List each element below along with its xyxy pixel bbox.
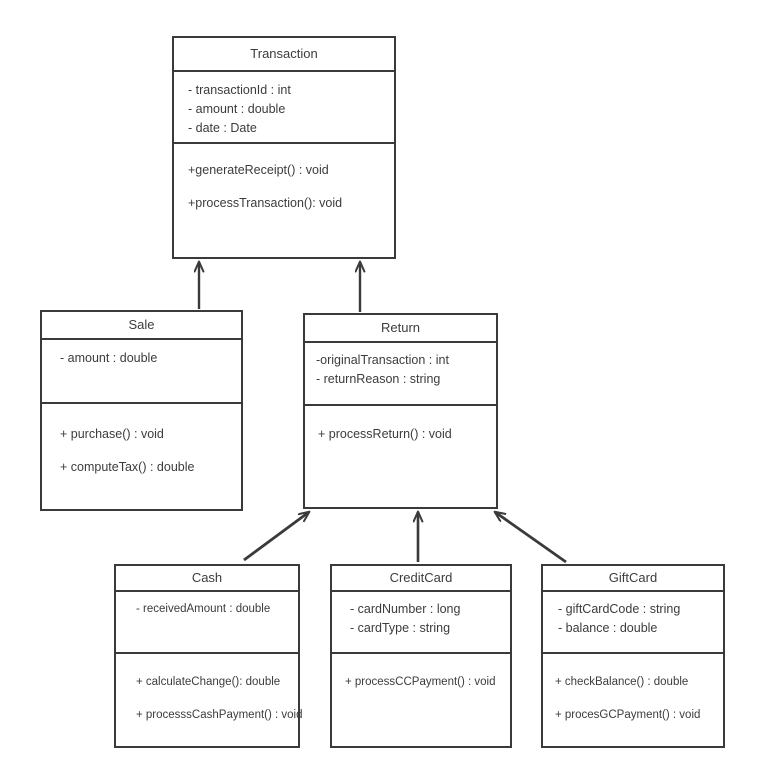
operation-row: +generateReceipt() : void (188, 163, 329, 177)
attribute-row: - cardType : string (350, 621, 451, 635)
class-attributes-giftcard: - giftCardCode : string - balance : doub… (543, 592, 723, 654)
class-box-transaction[interactable]: Transaction - transactionId : int - amou… (172, 36, 396, 259)
class-attributes-return: -originalTransaction : int - returnReaso… (305, 343, 496, 406)
operation-row: + processCCPayment() : void (345, 676, 496, 688)
class-title-creditcard: CreditCard (332, 566, 510, 592)
attribute-row: - returnReason : string (316, 372, 441, 386)
operation-row: + procesGCPayment() : void (555, 709, 701, 721)
class-title-return: Return (305, 315, 496, 343)
class-box-creditcard[interactable]: CreditCard - cardNumber : long - cardTyp… (330, 564, 512, 748)
attribute-row: - cardNumber : long (350, 602, 461, 616)
attribute-row: - receivedAmount : double (136, 603, 271, 615)
operation-row: +processTransaction(): void (188, 196, 343, 210)
class-operations-sale: + purchase() : void + computeTax() : dou… (42, 404, 241, 477)
attribute-row: -originalTransaction : int (316, 353, 449, 367)
class-attributes-transaction: - transactionId : int - amount : double … (174, 72, 394, 144)
edge-cash-to-return (243, 512, 309, 562)
edge-giftcard-to-return (495, 512, 567, 564)
class-box-cash[interactable]: Cash - receivedAmount : double + calcula… (114, 564, 303, 748)
class-operations-return: + processReturn() : void (305, 406, 496, 444)
class-operations-cash: + calculateChange(): double + processsCa… (116, 654, 303, 725)
class-box-giftcard[interactable]: GiftCard - giftCardCode : string - balan… (541, 564, 725, 748)
operation-row: + computeTax() : double (60, 460, 195, 474)
attribute-row: - transactionId : int (188, 83, 291, 97)
class-title-giftcard: GiftCard (543, 566, 723, 592)
attribute-row: - giftCardCode : string (558, 602, 681, 616)
class-title-transaction: Transaction (174, 38, 394, 72)
class-attributes-creditcard: - cardNumber : long - cardType : string (332, 592, 510, 654)
class-box-sale[interactable]: Sale - amount : double + purchase() : vo… (40, 310, 243, 511)
operation-row: + processReturn() : void (318, 427, 452, 441)
operation-row: + purchase() : void (60, 427, 164, 441)
class-attributes-cash: - receivedAmount : double (116, 592, 298, 654)
class-title-sale: Sale (42, 312, 241, 340)
attribute-row: - amount : double (60, 351, 158, 365)
attribute-row: - date : Date (188, 121, 257, 135)
class-attributes-sale: - amount : double (42, 340, 241, 404)
attribute-row: - balance : double (558, 621, 658, 635)
operation-row: + calculateChange(): double (136, 676, 281, 688)
class-operations-creditcard: + processCCPayment() : void (332, 654, 510, 692)
class-box-return[interactable]: Return -originalTransaction : int - retu… (303, 313, 498, 509)
class-title-cash: Cash (116, 566, 298, 592)
operation-row: + processsCashPayment() : void (136, 709, 303, 721)
operation-row: + checkBalance() : double (555, 676, 689, 688)
class-operations-giftcard: + checkBalance() : double + procesGCPaym… (543, 654, 723, 725)
attribute-row: - amount : double (188, 102, 286, 116)
class-operations-transaction: +generateReceipt() : void +processTransa… (174, 144, 394, 213)
